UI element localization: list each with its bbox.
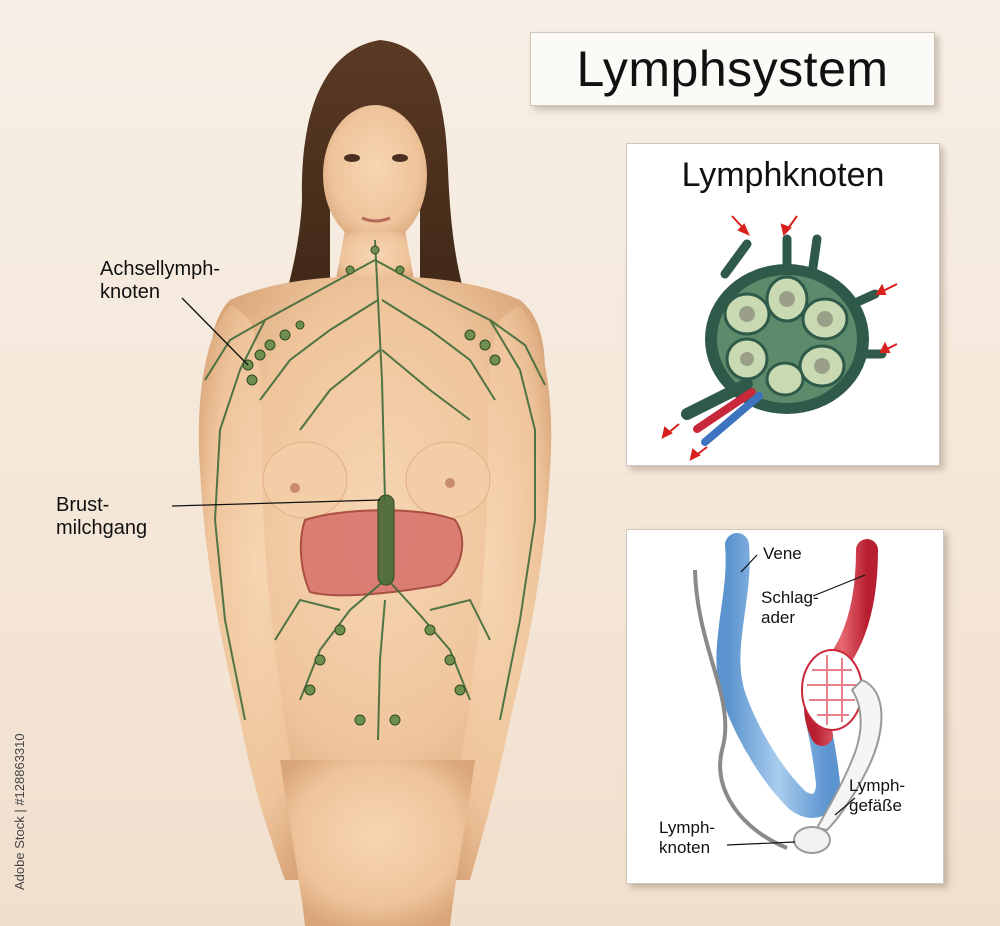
lymph-node-small-label-line2: knoten	[659, 837, 711, 857]
thoracic-duct	[377, 494, 395, 586]
lymph-vessels	[815, 678, 883, 832]
artery-label: Schlag- ader	[761, 588, 819, 627]
artery-label-line1: Schlag-	[761, 588, 819, 607]
thoracic-duct-label: Brust- milchgang	[56, 494, 147, 540]
lymph-network	[204, 239, 546, 741]
axillary-label-line1: Achsellymph-	[100, 258, 221, 280]
left-arm	[198, 305, 320, 880]
axillary-leader	[181, 297, 249, 366]
stock-watermark: Adobe Stock | #128863310	[12, 733, 27, 890]
lymph-vessels-label-line2: gefäße	[849, 795, 902, 815]
right-arm	[430, 305, 552, 880]
axillary-label-line2: knoten	[100, 281, 161, 303]
thoracic-label-line1: Brust-	[56, 494, 110, 516]
legs	[280, 760, 475, 926]
lymph-node-small-label: Lymph- knoten	[659, 818, 715, 857]
vessel-panel: Vene Schlag- ader Lymph- gefäße Lymph- k…	[626, 529, 944, 884]
lymph-vessels-label-line1: Lymph-	[849, 776, 906, 795]
hair	[278, 40, 470, 320]
axillary-nodes-label: Achsellymph- knoten	[100, 258, 220, 304]
hilum-vessels	[681, 378, 763, 446]
lymph-nodes	[242, 245, 501, 726]
lymph-node-panel-title: Lymphknoten	[681, 156, 885, 194]
flow-arrows	[661, 215, 898, 461]
artery-label-line2: ader	[761, 607, 796, 627]
small-lymph-node	[793, 826, 831, 854]
lymph-node-small-label-line1: Lymph-	[659, 818, 716, 837]
thoracic-label-line2: milchgang	[56, 517, 148, 539]
lymph-node-cross-section	[661, 215, 898, 461]
head	[323, 105, 427, 245]
lymph-node-panel: Lymphknoten	[626, 143, 940, 466]
thoracic-leader	[171, 499, 381, 507]
lymph-vessels-label: Lymph- gefäße	[849, 776, 905, 815]
title-box: Lymphsystem	[530, 32, 935, 106]
vein-label: Vene	[763, 544, 802, 563]
page-title: Lymphsystem	[576, 41, 889, 97]
vessel-diagram	[693, 533, 883, 854]
